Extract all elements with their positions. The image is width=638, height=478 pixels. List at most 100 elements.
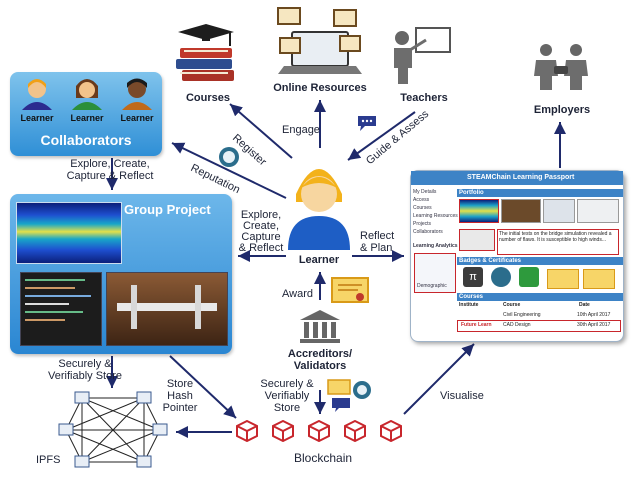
engage-label: Engage	[282, 124, 320, 136]
course-row-course: CAD Design	[503, 322, 531, 328]
arrow-group-to-blockchain	[169, 355, 237, 419]
portfolio-thumb-bridge	[501, 199, 541, 223]
store-hash-line-3: Pointer	[162, 402, 198, 414]
arrow-visualise	[403, 343, 475, 415]
passport-sidebar-item[interactable]: Courses	[413, 205, 432, 211]
explore-center-label: Explore, Create, Capture & Reflect	[236, 210, 286, 254]
collaborator-learner-label-1: Learner	[20, 113, 54, 123]
accreditors-line-2: Validators	[293, 360, 347, 372]
spectrogram-thumbnail	[16, 202, 122, 264]
securely-left-line-2: Verifiably Store	[48, 370, 122, 382]
securely-left-line-1: Securely &	[58, 358, 112, 370]
block-cube-3	[308, 420, 330, 442]
securely-left-label: Securely & Verifiably Store	[30, 358, 140, 382]
badge-round-icon	[491, 267, 511, 287]
bridge-thumbnail	[106, 272, 228, 346]
laptop-icon	[277, 7, 362, 74]
collaborators-title: Collaborators	[40, 132, 132, 148]
passport-analytics-map	[414, 253, 456, 293]
learner-avatar-3	[122, 78, 152, 110]
explore-center-line-4: & Reflect	[238, 242, 284, 254]
portfolio-thumb-spectrogram	[459, 199, 499, 223]
course-row-date: 10th April 2017	[577, 312, 611, 318]
passport-sidebar-item[interactable]: Access	[413, 197, 430, 203]
portfolio-note: The initial tests on the bridge simulati…	[497, 229, 619, 255]
learner-avatar-icon	[288, 169, 350, 250]
portfolio-thumb-sketch	[543, 199, 575, 223]
course-col-date: Date	[579, 302, 590, 308]
arrow-guide-assess	[347, 111, 416, 161]
block-cube-5	[380, 420, 402, 442]
passport-title: STEAMChain Learning Passport	[467, 174, 575, 181]
arrow-register	[229, 103, 293, 159]
securely-mid-line-3: Store	[273, 402, 301, 414]
speech-bubble-icon	[358, 116, 376, 131]
teachers-label: Teachers	[400, 92, 448, 104]
block-cube-1	[236, 420, 258, 442]
code-editor-thumbnail	[20, 272, 102, 346]
securely-mid-line-2: Verifiably	[264, 390, 310, 402]
course-row-course: Civil Engineering	[503, 312, 541, 318]
passport-sidebar-item[interactable]: My Details	[413, 189, 437, 195]
course-col-course: Course	[503, 302, 521, 308]
collaborator-learner-label-2: Learner	[70, 113, 104, 123]
explore-left-line-1: Explore, Create,	[70, 158, 150, 170]
learner-avatar-1	[22, 79, 52, 110]
accreditors-line-1: Accreditors/	[287, 348, 353, 360]
reflect-plan-line-1: Reflect	[360, 230, 395, 242]
block-cube-4	[344, 420, 366, 442]
portfolio-thumb-small	[459, 229, 495, 251]
passport-demographic: Demographic	[417, 283, 447, 289]
employers-icon	[534, 44, 588, 90]
certificate-thumb-1	[547, 269, 579, 289]
stored-items-icons	[327, 379, 371, 412]
accreditors-label: Accreditors/ Validators	[272, 348, 368, 372]
employers-label: Employers	[533, 104, 591, 116]
passport-learning-analytics[interactable]: Learning Analytics	[413, 243, 458, 249]
explore-center-line-2: Create,	[242, 220, 280, 232]
online-resources-label: Online Resources	[273, 82, 367, 94]
courses-label: Courses	[185, 92, 231, 104]
badge-pi-icon: π	[463, 267, 483, 287]
group-project-panel: Group Project	[10, 194, 232, 354]
blockchain-label: Blockchain	[294, 451, 353, 465]
reflect-plan-line-2: & Plan	[360, 242, 393, 254]
passport-sidebar-item[interactable]: Collaborators	[413, 229, 443, 235]
passport-portfolio-bar: Portfolio	[457, 189, 623, 197]
ipfs-label: IPFS	[36, 454, 61, 466]
passport-sidebar-item[interactable]: Projects	[413, 221, 432, 227]
certificate-thumb-2	[583, 269, 615, 289]
course-row-highlight	[457, 320, 621, 332]
award-label: Award	[282, 288, 313, 300]
store-hash-line-1: Store	[166, 378, 194, 390]
passport-badges-bar: Badges & Certificates	[457, 257, 623, 265]
reputation-badge-icon	[219, 147, 239, 167]
securely-mid-line-1: Securely &	[260, 378, 314, 390]
course-row-institute: Future Learn	[461, 322, 492, 328]
portfolio-thumb-model	[577, 199, 619, 223]
collaborator-learner-label-3: Learner	[120, 113, 154, 123]
teacher-icon	[394, 27, 451, 84]
arrow-reputation	[171, 142, 287, 199]
reflect-plan-label: Reflect & Plan	[360, 230, 394, 254]
blockchain-chain	[236, 420, 406, 446]
store-hash-label: Store Hash Pointer	[158, 378, 202, 414]
securely-mid-label: Securely & Verifiably Store	[254, 378, 320, 414]
block-cube-2	[272, 420, 294, 442]
explore-left-line-2: Capture & Reflect	[66, 170, 154, 182]
learner-label: Learner	[298, 254, 340, 266]
certificate-icon	[331, 277, 369, 303]
learning-passport-panel: STEAMChain Learning Passport My Details …	[410, 170, 624, 342]
passport-courses-bar: Courses	[457, 293, 623, 301]
course-col-institute: Institute	[459, 302, 479, 308]
passport-sidebar-item[interactable]: Learning Resources	[413, 213, 458, 219]
ipfs-network-icon	[58, 391, 168, 468]
passport-header	[411, 171, 623, 185]
badge-green-icon	[519, 267, 539, 287]
collaborators-panel: Learner Learner Learner Collaborators	[10, 72, 162, 156]
course-row-date: 30th April 2017	[577, 322, 611, 328]
courses-books-icon	[176, 24, 234, 81]
explore-left-label: Explore, Create, Capture & Reflect	[20, 158, 200, 182]
group-project-title: Group Project	[124, 202, 211, 217]
